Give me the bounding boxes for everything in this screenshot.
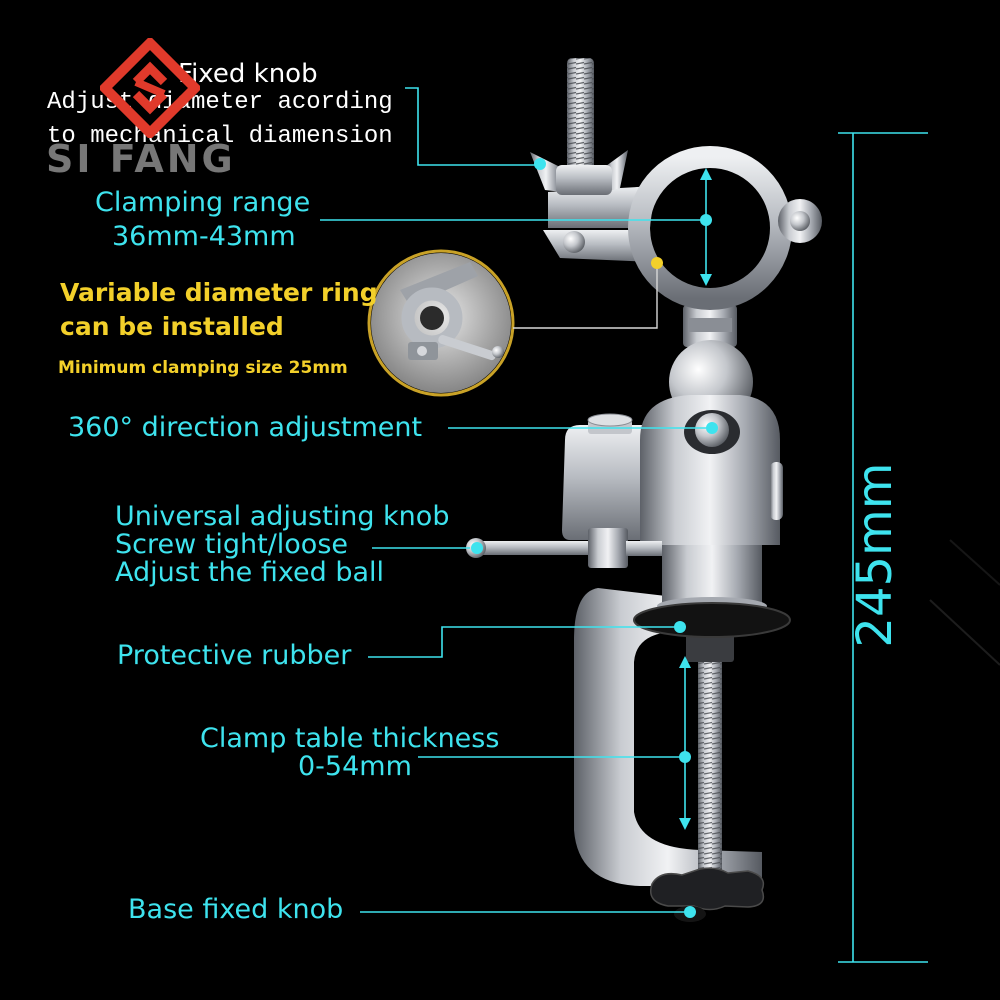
- adjusting-stub: [626, 541, 662, 556]
- fixed-knob-note-line2: to mechanical diamension: [47, 123, 393, 150]
- neck: [683, 305, 737, 347]
- background-streak: [949, 539, 1000, 586]
- adjusting-nut: [588, 528, 628, 568]
- leader-dot: [674, 621, 686, 633]
- leader-dot: [471, 542, 483, 554]
- screw-nut: [686, 634, 734, 662]
- leader-dot: [706, 422, 718, 434]
- arrowhead-down: [700, 274, 712, 286]
- clamping-range-value: 36mm-43mm: [112, 221, 296, 252]
- clamping-range-title: Clamping range: [95, 187, 311, 218]
- flange-bolt-head: [563, 231, 585, 253]
- arrowhead-down: [679, 818, 691, 830]
- fixed-knob-note-line1: Adjust diameter acording: [47, 89, 393, 116]
- housing-socket: [640, 395, 780, 545]
- universal-knob-line3: Adjust the fixed ball: [115, 557, 385, 588]
- variable-ring-inset: [367, 249, 515, 397]
- fixed-knob-bolt: [567, 58, 594, 192]
- leader-dot: [534, 158, 546, 170]
- wing-nut: [530, 150, 628, 195]
- clamp-thickness-value: 0-54mm: [298, 751, 412, 782]
- fixed-knob-title: Fixed knob: [178, 59, 318, 89]
- variable-ring-line1: Variable diameter ring: [60, 278, 378, 307]
- leader-variable-ring: [513, 268, 658, 329]
- brand-logo-icon: [100, 38, 200, 138]
- leader-fixed-knob: [405, 87, 535, 166]
- base-knob: [650, 867, 765, 911]
- leader-protective-rubber: [368, 626, 674, 658]
- base-knob-label: Base fixed knob: [128, 894, 344, 925]
- housing-top-screw-head: [587, 413, 633, 427]
- c-frame: [574, 588, 762, 886]
- universal-knob-line2: Screw tight/loose: [115, 529, 349, 560]
- ring-flange-upper: [548, 186, 655, 228]
- brand-watermark: SI FANG: [46, 137, 236, 181]
- leader-dot-yellow: [651, 257, 663, 269]
- clamp-thickness-title: Clamp table thickness: [200, 723, 500, 754]
- clamp-screw: [698, 648, 722, 878]
- variable-ring-note: Minimum clamping size 25mm: [58, 358, 348, 378]
- adjusting-rod: [468, 541, 604, 555]
- protective-rubber-label: Protective rubber: [117, 640, 352, 671]
- direction-adjustment-label: 360° direction adjustment: [68, 412, 423, 443]
- arrowhead-up: [700, 168, 712, 180]
- arrowhead-up: [679, 656, 691, 668]
- leader-dot: [679, 751, 691, 763]
- universal-knob-line1: Universal adjusting knob: [115, 501, 450, 532]
- variable-ring-line2: can be installed: [60, 312, 284, 341]
- housing-side-knob: [770, 462, 783, 520]
- height-dimension-label: 245mm: [847, 462, 903, 648]
- ring-hinge-bolt: [790, 211, 810, 231]
- inset-border: [367, 249, 515, 397]
- leader-dot: [700, 214, 712, 226]
- leader-dot: [684, 906, 696, 918]
- background-streak: [929, 599, 1000, 666]
- housing-block: [562, 425, 660, 540]
- protective-rubber-pad: [633, 602, 791, 638]
